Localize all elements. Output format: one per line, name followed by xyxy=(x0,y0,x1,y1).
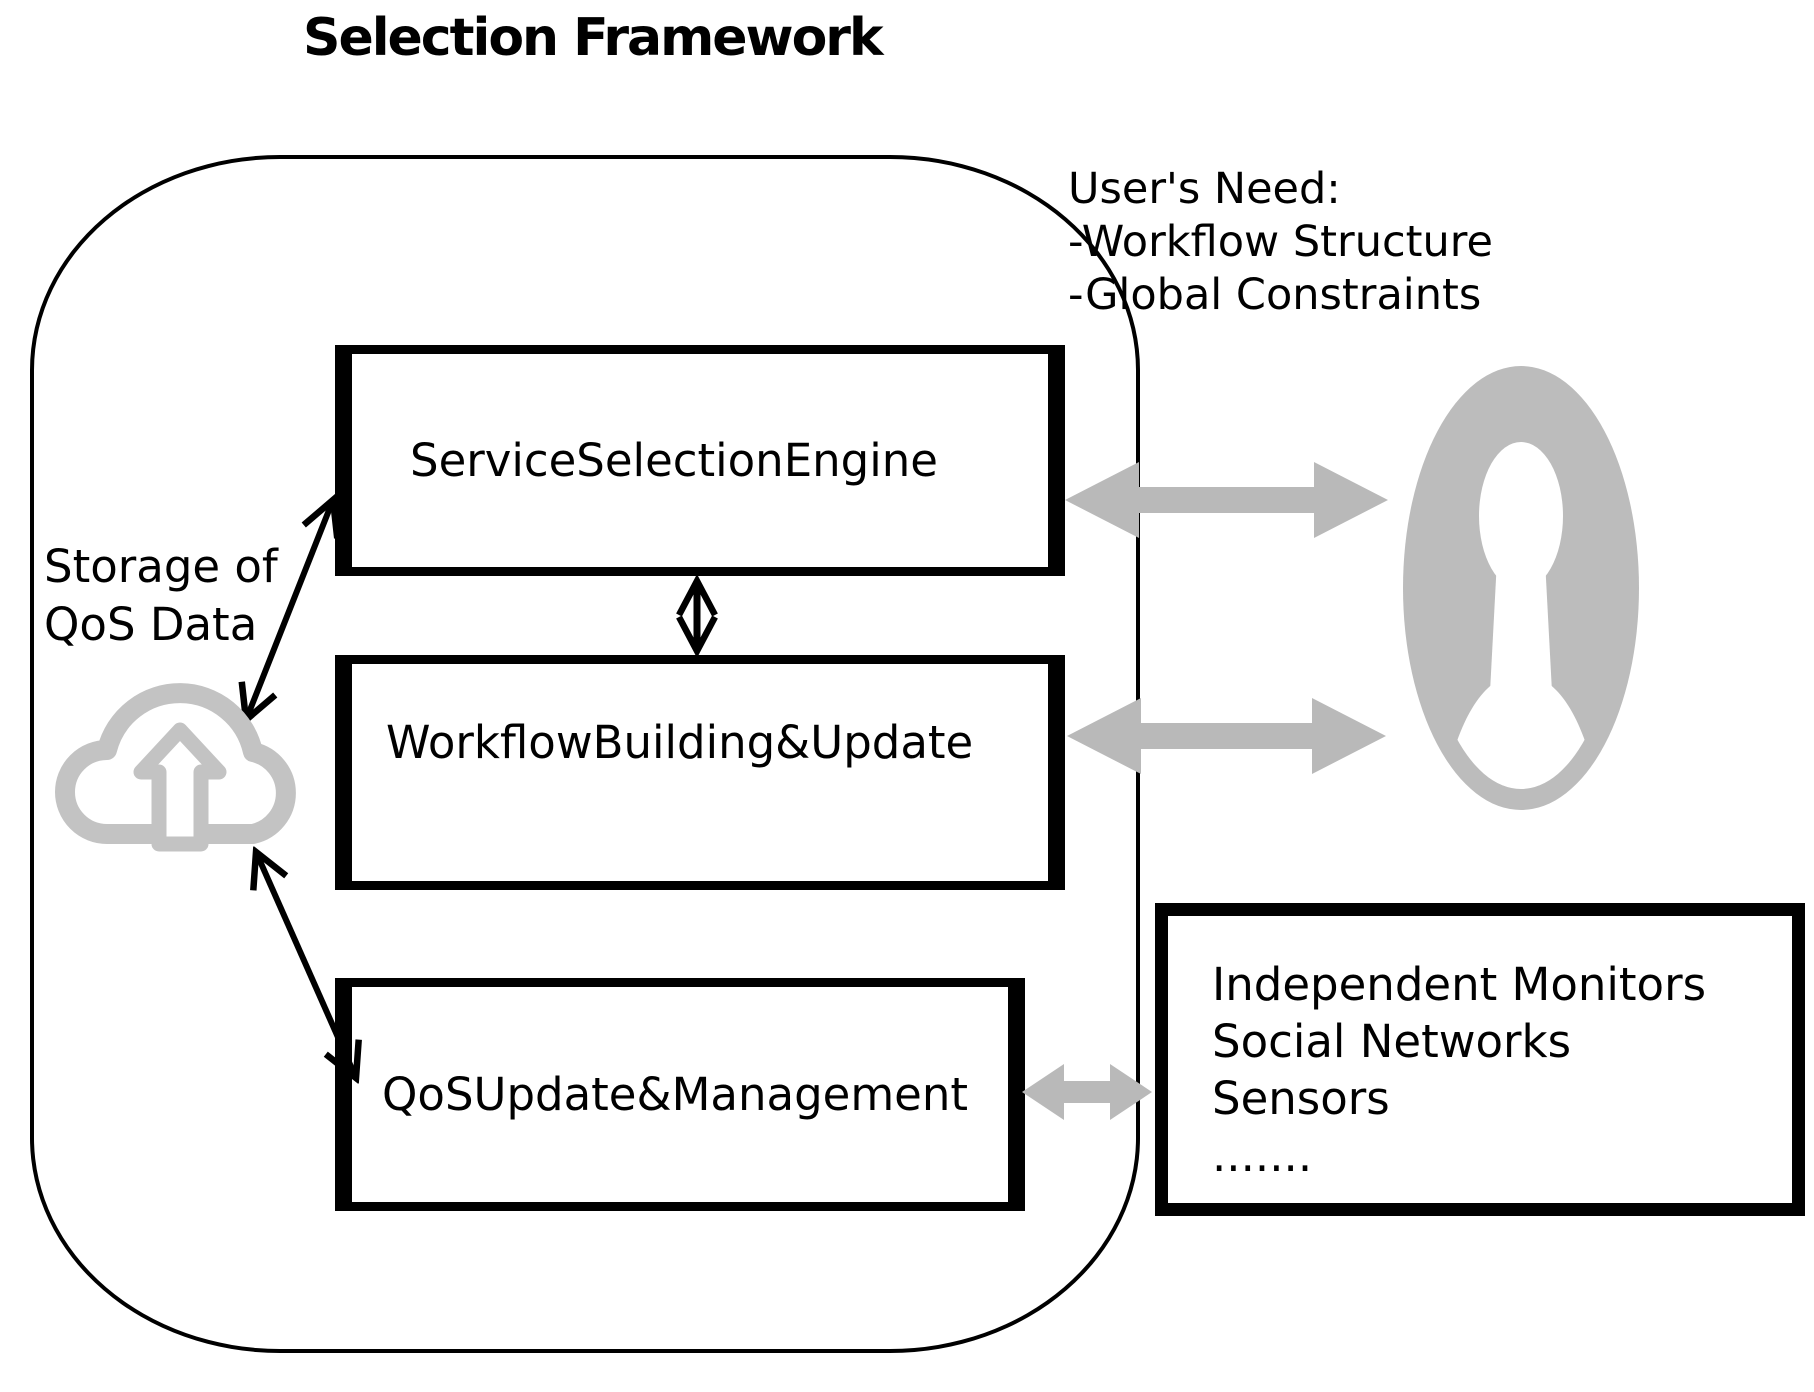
users-need-line: -Global Constraints xyxy=(1068,270,1482,320)
storage-of-qos-data-label: Storage of QoS Data xyxy=(44,538,278,654)
module-label: ServiceSelectionEngine xyxy=(410,434,938,487)
storage-label-line: Storage of xyxy=(44,540,278,593)
page-title: Selection Framework xyxy=(303,8,884,68)
users-need-line: -Workflow Structure xyxy=(1068,217,1493,267)
person-icon xyxy=(1403,366,1639,810)
users-need-annotation: User's Need: -Workflow Structure -Global… xyxy=(1068,163,1493,322)
module-box-service-selection-engine: ServiceSelectionEngine xyxy=(335,345,1065,576)
external-source-line: ....... xyxy=(1212,1129,1313,1182)
module-box-workflow-building-update: WorkflowBuilding&Update xyxy=(335,655,1065,890)
module-box-qos-update-management: QoSUpdate&Management xyxy=(335,978,1025,1211)
module-label: WorkflowBuilding&Update xyxy=(386,716,974,769)
users-need-line: User's Need: xyxy=(1068,164,1341,214)
storage-label-line: QoS Data xyxy=(44,598,258,651)
external-source-line: Social Networks xyxy=(1212,1015,1572,1068)
external-source-line: Independent Monitors xyxy=(1212,958,1707,1011)
module-label: QoSUpdate&Management xyxy=(382,1068,969,1121)
external-sources-box: Independent Monitors Social Networks Sen… xyxy=(1155,903,1805,1216)
external-source-line: Sensors xyxy=(1212,1072,1390,1125)
